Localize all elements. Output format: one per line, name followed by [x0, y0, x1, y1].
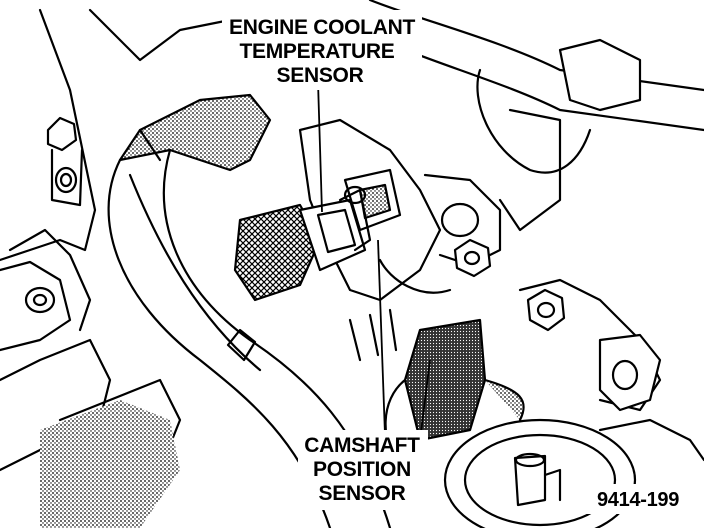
- ect-label-line3: SENSOR: [277, 64, 364, 87]
- bolt-right: [526, 288, 566, 332]
- right-bracket: [598, 333, 662, 412]
- cmp-leader-line-1: [377, 239, 386, 436]
- hose-clamp: [348, 308, 398, 362]
- cmp-label-line1: CAMSHAFT: [304, 434, 420, 457]
- cmp-leader-line-2: [419, 359, 431, 441]
- camshaft-position-sensor: [384, 318, 525, 472]
- coolant-temp-sensor: [233, 185, 372, 302]
- cmp-label-bg: [298, 430, 428, 510]
- figure-number: 9414-199: [597, 489, 679, 511]
- cmp-label-line3: SENSOR: [319, 482, 406, 505]
- cmp-label-line2: POSITION: [313, 458, 411, 481]
- fuel-rail-pipe: [358, 0, 704, 232]
- ect-label-line1: ENGINE COOLANT: [229, 16, 415, 39]
- ect-leader-line: [317, 81, 323, 213]
- lower-left-bracket: [0, 260, 72, 352]
- ect-label-bg: [222, 10, 422, 90]
- shadow-region-left: [40, 400, 180, 528]
- ect-label-line2: TEMPERATURE: [240, 40, 395, 63]
- bolt-center: [453, 238, 492, 278]
- figure-number-bg: [574, 484, 700, 514]
- bolt-upper-left: [46, 116, 84, 207]
